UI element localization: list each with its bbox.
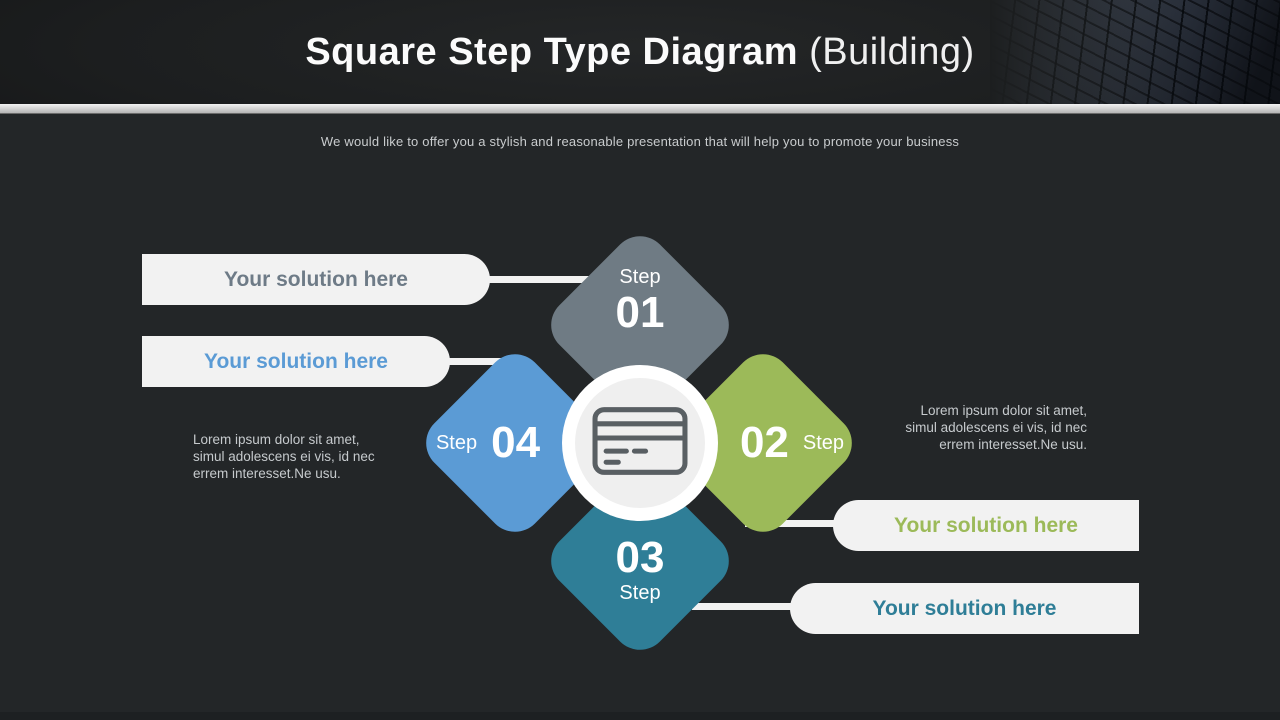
page-title-main: Square Step Type Diagram [305,31,799,73]
description-text-left: Lorem ipsum dolor sit amet, simul adoles… [193,431,403,482]
description-line: errem interesset.Ne usu. [939,437,1087,452]
step-04-label: Step 04 [408,415,568,471]
connector-line-step03 [692,603,797,610]
step-02-label: 02 Step [712,415,872,471]
building-photo [990,0,1280,104]
callout-pill-mid-left: Your solution here [142,336,450,387]
divider-bar [0,104,1280,114]
header-band: Square Step Type Diagram (Building) [0,0,1280,104]
step-01-label: Step 01 [570,266,710,335]
callout-pill-bottom-right: Your solution here [790,583,1139,634]
connector-line-step04 [442,358,507,365]
center-circle [562,365,718,521]
step-03-number: 03 [615,533,665,582]
callout-pill-mid-right: Your solution here [833,500,1139,551]
description-line: simul adolescens ei vis, id nec [905,420,1087,435]
callout-pill-top-left: Your solution here [142,254,490,305]
description-line: simul adolescens ei vis, id nec [193,449,375,464]
callout-text: Your solution here [204,349,388,373]
callout-text: Your solution here [894,513,1078,537]
connector-line-step02 [745,520,840,527]
callout-text: Your solution here [224,267,408,291]
credit-card-icon [592,406,688,481]
description-line: Lorem ipsum dolor sit amet, [193,432,360,447]
center-circle-inner [575,378,705,508]
description-text-right: Lorem ipsum dolor sit amet, simul adoles… [882,402,1087,453]
description-line: Lorem ipsum dolor sit amet, [920,403,1087,418]
page-title-suffix: (Building) [798,31,975,73]
step-02-number: 02 [739,418,789,467]
step-04-number: 04 [491,418,541,467]
description-line: errem interesset.Ne usu. [193,466,341,481]
building-photo-fade [990,0,1280,104]
step-01-number: 01 [615,288,665,337]
step-03-word: Step [619,582,661,604]
step-01-word: Step [619,266,661,288]
step-02-word: Step [802,431,845,454]
connector-line-step01 [455,276,605,283]
callout-text: Your solution here [872,596,1057,620]
step-04-word: Step [435,431,478,454]
step-03-label: 03 Step [570,536,710,605]
footer-strip [0,712,1280,720]
page-title: Square Step Type Diagram (Building) [0,0,1280,104]
subtitle-text: We would like to offer you a stylish and… [320,134,960,149]
